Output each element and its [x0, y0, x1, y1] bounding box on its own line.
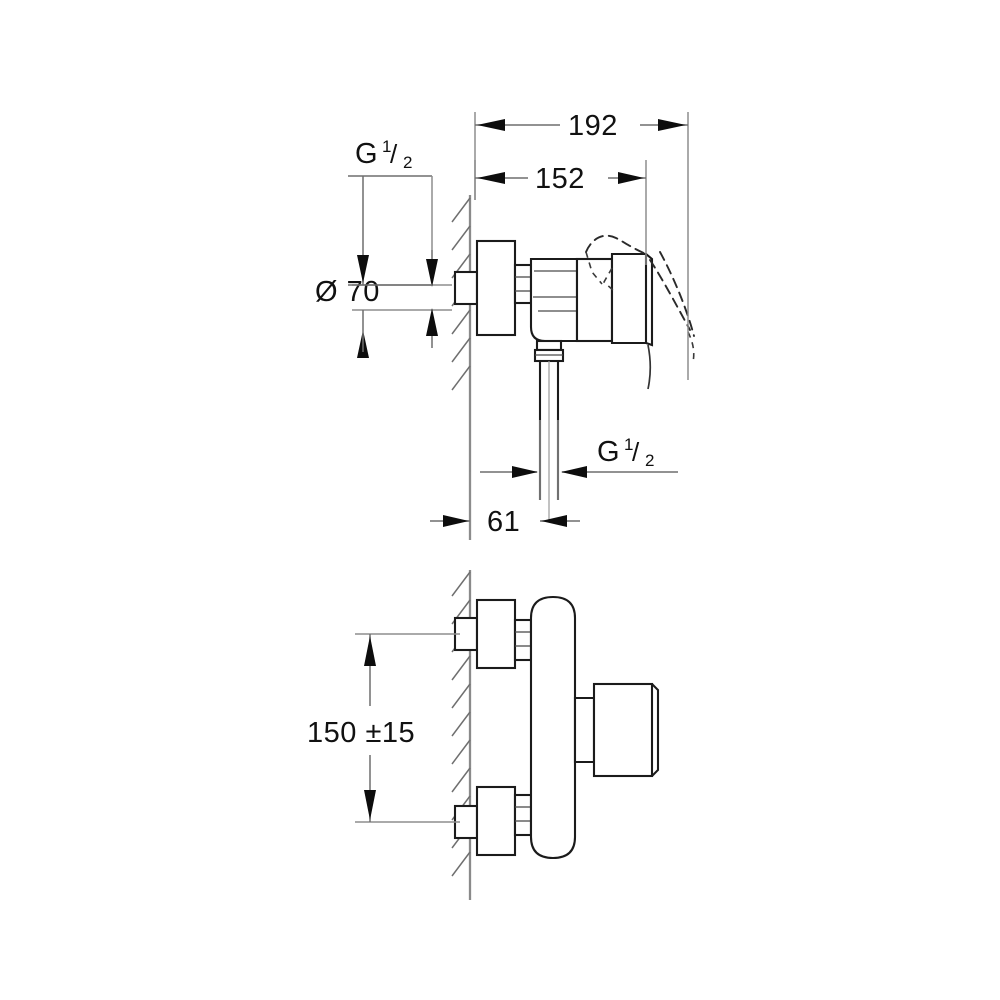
dimension-61-label: 61 — [487, 506, 520, 538]
lever-handle-alternate-position — [585, 234, 695, 363]
outlet-spout-front — [573, 682, 660, 778]
mixer-body — [529, 257, 579, 343]
thread-callout-outlet-numerator: 1 — [624, 435, 633, 454]
dimension-192-label: 192 — [568, 110, 618, 142]
dimension-diameter-70-label: Ø 70 — [315, 276, 380, 308]
side-view-group: 192 152 Ø 70 — [315, 110, 695, 540]
thread-callout-outlet-prefix: G — [597, 436, 620, 468]
thread-callout-outlet-slash: / — [632, 437, 640, 467]
thread-callout-inlet-denominator: 2 — [403, 153, 412, 172]
thread-callout-inlet-prefix: G — [355, 138, 378, 170]
thread-callout-inlet-slash: / — [390, 139, 398, 169]
thread-callout-outlet: G 1 / 2 — [480, 420, 678, 500]
thread-callout-inlet-numerator: 1 — [382, 137, 391, 156]
dimension-150-label: 150 ±15 — [307, 717, 415, 749]
lever-handle — [645, 253, 654, 390]
outlet-connector — [533, 339, 565, 520]
mixer-body-front — [529, 595, 577, 860]
upper-inlet-assembly — [453, 598, 533, 670]
dimension-150-plus-minus-15: 150 ±15 — [307, 633, 460, 823]
lower-inlet-assembly — [453, 785, 533, 857]
dimension-152: 152 — [474, 160, 647, 265]
front-view-group: 150 ±15 — [307, 570, 660, 900]
connection-shank — [513, 263, 533, 305]
thread-callout-inlet: G 1 / 2 — [348, 137, 433, 358]
dimension-192: 192 — [474, 110, 689, 380]
thread-callout-outlet-denominator: 2 — [645, 451, 654, 470]
cartridge-housing — [575, 252, 648, 345]
escutcheon-cover-plate — [475, 239, 517, 337]
dimension-152-label: 152 — [535, 163, 585, 195]
dimension-61: 61 — [430, 472, 580, 540]
wall-union-nut — [453, 270, 479, 306]
dimension-diameter-70: Ø 70 — [315, 250, 452, 348]
